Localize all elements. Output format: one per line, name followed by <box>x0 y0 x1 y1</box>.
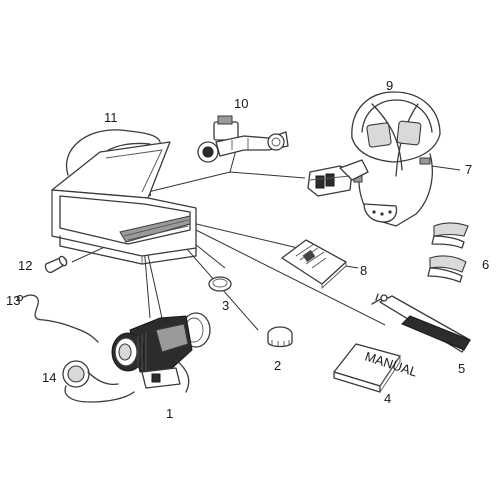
leader-case-to-mount <box>147 171 306 193</box>
label-part-11: 11 <box>104 110 118 125</box>
tether-cord <box>64 385 135 403</box>
monocular-mount <box>141 367 181 389</box>
harness-headband <box>351 133 441 163</box>
lanyard-line <box>21 294 99 343</box>
head-harness <box>351 91 441 227</box>
arm-pivot <box>267 133 285 151</box>
leader-8 <box>345 265 359 269</box>
label-part-5: 5 <box>458 361 465 376</box>
carrying-case <box>51 129 197 265</box>
label-part-3: 3 <box>222 298 229 313</box>
leader-to-arm <box>229 149 237 173</box>
long-strap-pouch <box>371 293 471 353</box>
lens-cap-tether <box>62 360 135 403</box>
band-bottom <box>429 255 467 273</box>
label-part-2: 2 <box>274 358 281 373</box>
helmet-mount-arm <box>197 115 289 163</box>
label-part-7: 7 <box>465 162 472 177</box>
part-labels: 1 2 3 4 5 6 7 8 9 10 11 12 13 14 <box>6 78 489 421</box>
manual-book: MANUAL <box>333 343 419 393</box>
case-pocket <box>119 215 191 243</box>
label-part-10: 10 <box>234 96 248 111</box>
lanyard-cord <box>16 294 99 343</box>
label-part-4: 4 <box>384 391 391 406</box>
band-top <box>433 222 469 237</box>
label-part-9: 9 <box>386 78 393 93</box>
battery <box>44 255 68 274</box>
label-part-14: 14 <box>42 370 56 385</box>
battery-cap <box>267 326 293 348</box>
leader-case-to-strap <box>187 225 386 326</box>
helmet-mount-interface <box>307 159 369 197</box>
label-part-1: 1 <box>166 406 173 421</box>
harness-chin-cup <box>363 203 398 223</box>
harness-pad-left <box>366 122 392 148</box>
harness-top-strap <box>351 91 441 139</box>
leader-case-to-manual <box>187 221 299 249</box>
label-part-8: 8 <box>360 263 367 278</box>
label-part-12: 12 <box>18 258 32 273</box>
monocular-device <box>111 312 211 393</box>
elastic-bands <box>427 222 469 283</box>
disc-coin <box>208 276 232 292</box>
label-part-6: 6 <box>482 257 489 272</box>
label-part-13: 13 <box>6 293 20 308</box>
case-strap <box>65 129 161 176</box>
case-lid-inner <box>105 149 163 193</box>
harness-pad-right <box>396 120 422 146</box>
booklet <box>281 239 347 290</box>
harness-chin-strap-right <box>395 153 433 227</box>
arm-head <box>213 121 239 141</box>
leader-7 <box>431 165 461 171</box>
